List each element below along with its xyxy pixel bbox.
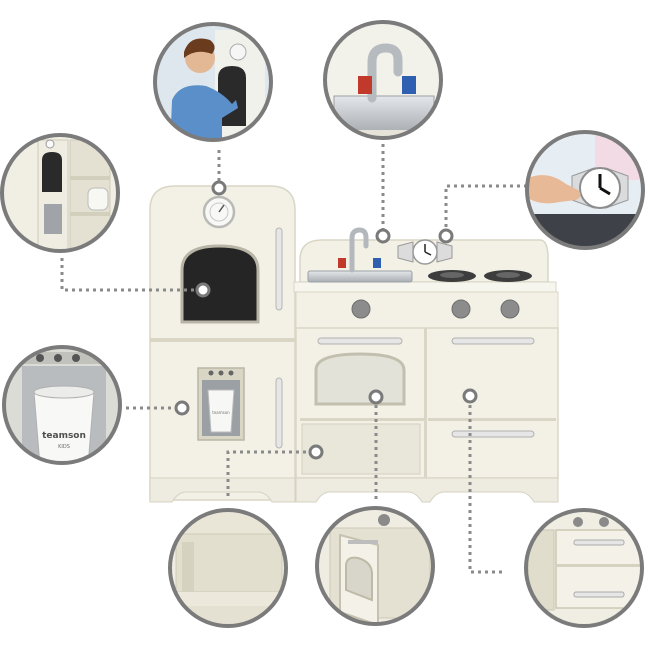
callout-sink-faucet (323, 20, 443, 140)
callout-cabinet-open (524, 508, 644, 628)
stove-unit (293, 227, 559, 503)
chalkboard-panel (180, 244, 260, 324)
oven-window (314, 352, 406, 406)
stove-knob (500, 299, 520, 319)
callout-chalkboard-kid (153, 22, 273, 142)
oven-handle (317, 337, 403, 345)
sink-basin (307, 270, 413, 283)
stove-burners (428, 270, 532, 282)
stove-knob (351, 299, 371, 319)
refrigerator-unit (149, 185, 296, 503)
cabinet-upper-handle (451, 337, 535, 345)
callout-oven-open (315, 506, 435, 626)
callout-anchor-dots (174, 180, 478, 460)
faucet (349, 227, 369, 273)
callout-lower-shelf (168, 508, 288, 628)
clock (397, 239, 453, 265)
fridge-lower-handle (275, 377, 283, 449)
cup-brand-sub: KIDS (58, 444, 70, 450)
callout-water-dispenser: teamson KIDS (2, 345, 122, 465)
play-kitchen (149, 185, 559, 503)
stove-knob (451, 299, 471, 319)
cup-brand-mark: teamson (42, 431, 86, 441)
callout-fridge-open (0, 133, 120, 253)
callout-leader-lines (60, 144, 527, 574)
dispenser-cup-mark: teamson (212, 410, 230, 415)
cup-icon (33, 391, 95, 463)
fridge-upper-handle (275, 227, 283, 311)
cabinet-lower-handle (451, 430, 535, 438)
callout-clock (525, 130, 645, 250)
